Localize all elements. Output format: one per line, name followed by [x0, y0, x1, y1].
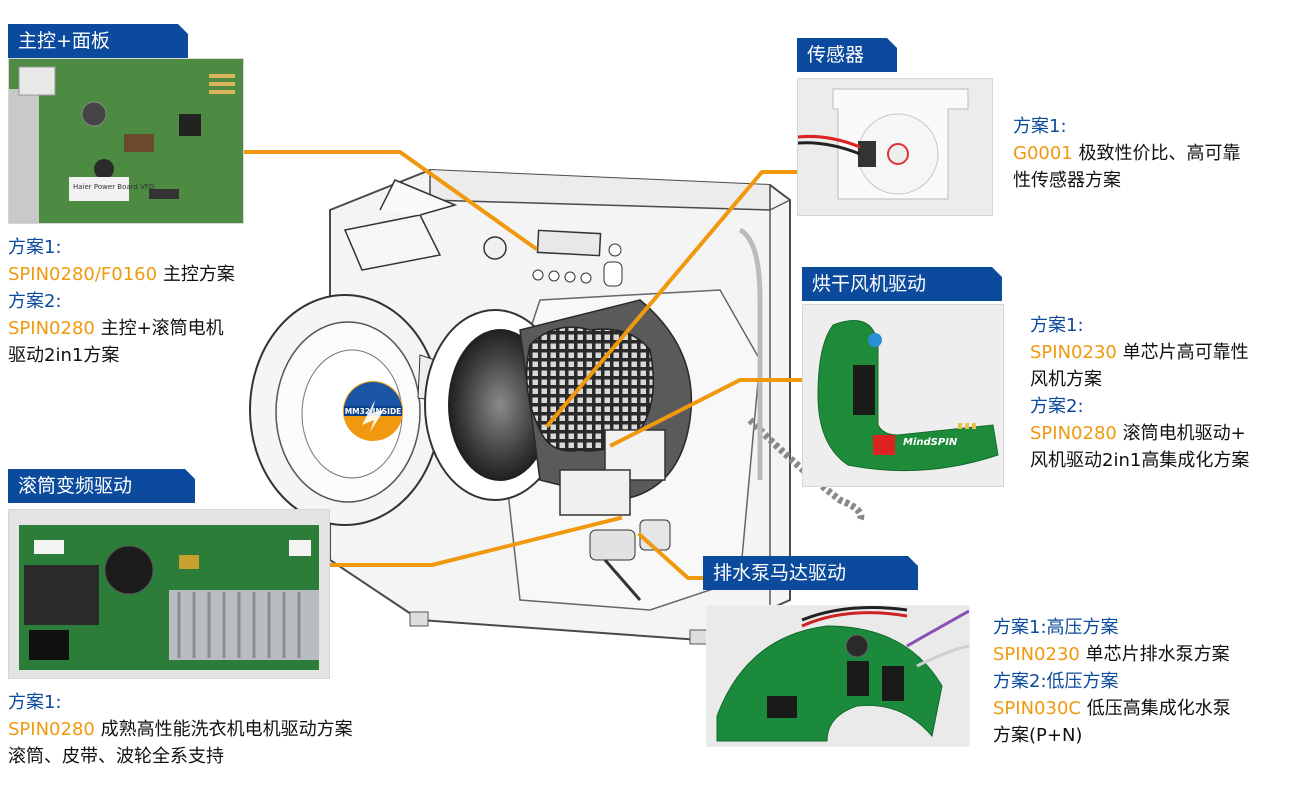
sensor-solutions: 方案1: G0001 极致性价比、高可靠 性传感器方案: [1013, 113, 1241, 194]
main-control-tag: 主控+面板: [8, 24, 188, 58]
main-control-plan2-desc: 主控+滚筒电机: [94, 318, 224, 339]
dryer-fan-plan2-desc: 滚筒电机驱动+: [1116, 423, 1246, 444]
leader-main-control: [240, 150, 538, 251]
drum-inverter-plan1-code: SPIN0280: [8, 719, 95, 740]
main-control-solutions: 方案1: SPIN0280/F0160 主控方案 方案2: SPIN0280 主…: [8, 234, 235, 369]
main-control-plan1-label: 方案1:: [8, 237, 62, 258]
sensor-plan1-desc-cont: 性传感器方案: [1013, 170, 1121, 191]
dryer-fan-plan1-line: SPIN0230 单芯片高可靠性: [1030, 339, 1249, 366]
drain-pump-plan1-code: SPIN0230: [993, 644, 1080, 665]
main-control-plan2-line: SPIN0280 主控+滚筒电机: [8, 315, 235, 342]
dryer-fan-plan1-label: 方案1:: [1030, 315, 1084, 336]
sensor-plan1-label: 方案1:: [1013, 116, 1067, 137]
mm32-logo: MM32 INSIDE: [342, 380, 404, 442]
main-board-label: Haier Power Board VFD: [73, 183, 154, 191]
drum-inverter-plan1-line: SPIN0280 成熟高性能洗衣机电机驱动方案: [8, 716, 353, 743]
main-control-plan1-line: SPIN0280/F0160 主控方案: [8, 261, 235, 288]
drain-pump-tag: 排水泵马达驱动: [703, 556, 918, 590]
leader-dryer-fan: [609, 378, 804, 448]
drain-pump-plan1-label: 方案1:高压方案: [993, 617, 1119, 638]
drain-pump-plan1-desc: 单芯片排水泵方案: [1079, 644, 1230, 665]
dryer-fan-plan2-line: SPIN0280 滚筒电机驱动+: [1030, 420, 1249, 447]
drum-inverter-solutions: 方案1: SPIN0280 成熟高性能洗衣机电机驱动方案 滚筒、皮带、波轮全系支…: [8, 689, 353, 770]
leader-sensor: [545, 170, 799, 428]
sensor-tag: 传感器: [797, 38, 897, 72]
main-control-plan1-desc: 主控方案: [157, 264, 235, 285]
dryer-fan-plan1-desc: 单芯片高可靠性: [1116, 342, 1249, 363]
drain-pump-plan2-label: 方案2:低压方案: [993, 671, 1119, 692]
mm32-logo-text: MM32 INSIDE: [345, 407, 402, 416]
dryer-fan-tag: 烘干风机驱动: [802, 267, 1002, 301]
dryer-fan-plan1-code: SPIN0230: [1030, 342, 1117, 363]
sensor-plan1-desc: 极致性价比、高可靠: [1072, 143, 1241, 164]
dryer-fan-plan2-label: 方案2:: [1030, 396, 1084, 417]
drain-pump-plan2-desc-cont: 方案(P+N): [993, 725, 1083, 746]
dryer-fan-board-photo: MindSPIN: [802, 304, 1004, 487]
sensor-plan1-code: G0001: [1013, 143, 1073, 164]
leader-drum-inverter: [326, 515, 623, 567]
drain-pump-plan2-desc: 低压高集成化水泵: [1080, 698, 1231, 719]
drain-pump-plan1-line: SPIN0230 单芯片排水泵方案: [993, 641, 1231, 668]
leader-drain-pump: [637, 532, 705, 580]
main-control-board-photo: Haier Power Board VFD: [8, 58, 244, 224]
dryer-fan-plan2-desc-cont: 风机驱动2in1高集成化方案: [1030, 450, 1250, 471]
dryer-fan-plan2-code: SPIN0280: [1030, 423, 1117, 444]
main-control-plan1-code: SPIN0280/F0160: [8, 264, 158, 285]
drain-pump-plan2-code: SPIN030C: [993, 698, 1081, 719]
sensor-photo: [797, 78, 993, 216]
main-control-plan2-desc-cont: 驱动2in1方案: [8, 345, 120, 366]
drain-pump-board-photo: [706, 605, 970, 747]
drain-pump-plan2-line: SPIN030C 低压高集成化水泵: [993, 695, 1231, 722]
main-control-plan2-code: SPIN0280: [8, 318, 95, 339]
dryer-fan-plan1-desc-cont: 风机方案: [1030, 369, 1102, 390]
main-control-plan2-label: 方案2:: [8, 291, 62, 312]
drum-inverter-tag: 滚筒变频驱动: [8, 469, 195, 503]
sensor-plan1-line: G0001 极致性价比、高可靠: [1013, 140, 1241, 167]
drum-inverter-board-photo: [8, 509, 330, 679]
dryer-fan-solutions: 方案1: SPIN0230 单芯片高可靠性 风机方案 方案2: SPIN0280…: [1030, 312, 1249, 474]
drum-inverter-plan1-desc-cont: 滚筒、皮带、波轮全系支持: [8, 746, 224, 767]
drum-inverter-plan1-label: 方案1:: [8, 692, 62, 713]
fan-board-brand: MindSPIN: [903, 437, 958, 448]
drum-inverter-plan1-desc: 成熟高性能洗衣机电机驱动方案: [94, 719, 353, 740]
drain-pump-solutions: 方案1:高压方案 SPIN0230 单芯片排水泵方案 方案2:低压方案 SPIN…: [993, 614, 1231, 749]
